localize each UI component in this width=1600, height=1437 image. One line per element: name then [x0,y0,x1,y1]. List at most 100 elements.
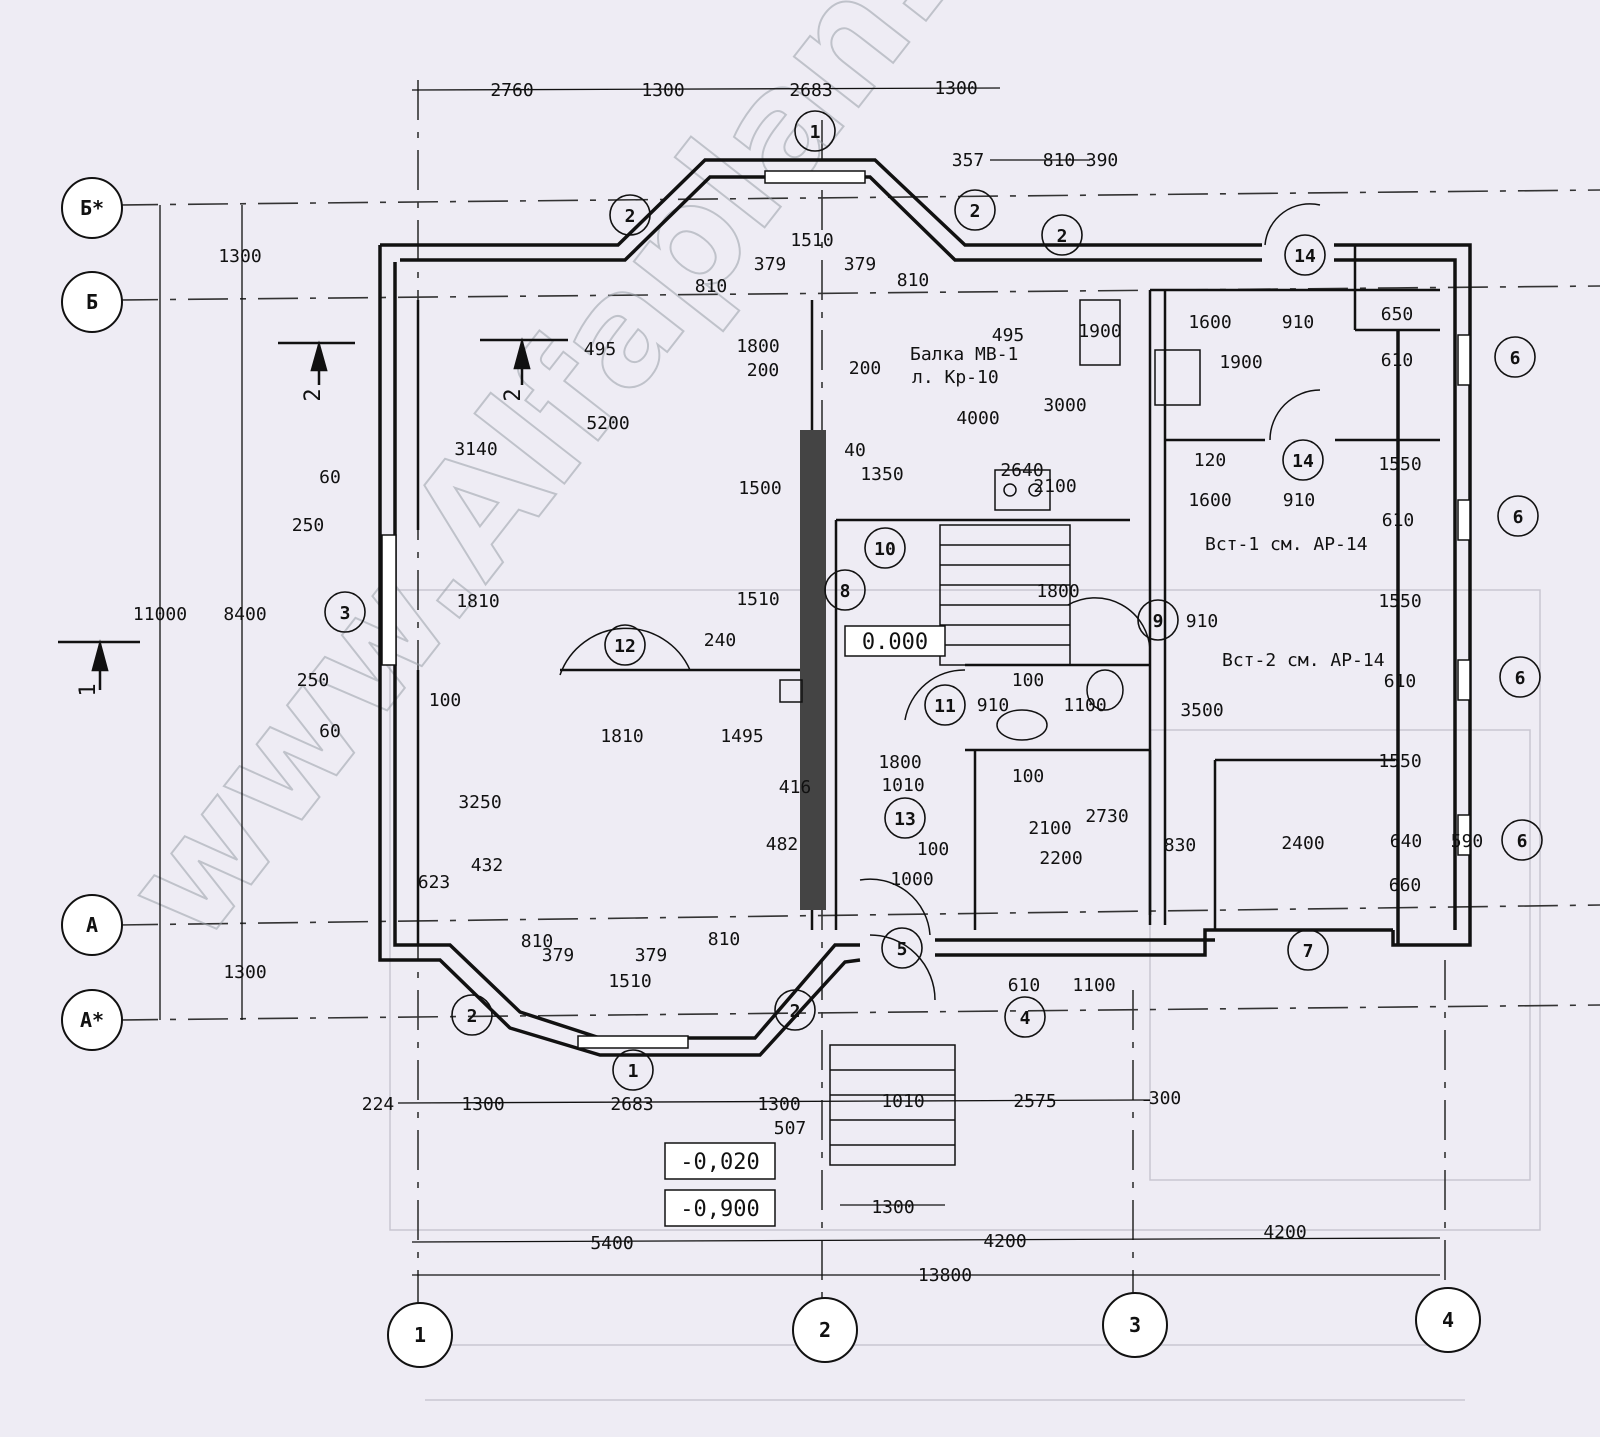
dim-label: 810 [521,931,554,952]
dim-label: 810 [708,929,741,950]
hatched-wall [800,430,826,910]
dim-label: 1300 [934,78,977,99]
note-insert-1: Вст-1 см. АР-14 [1205,534,1368,555]
dim-label: 495 [584,339,617,360]
room-mark: 2 [467,1006,478,1027]
dim-label: 3500 [1180,700,1223,721]
dim-label: 2200 [1039,848,1082,869]
dim-label: 2760 [490,80,533,101]
dim-label: 200 [849,358,882,379]
bleed-through-lines [389,589,1541,1401]
section-mark-labels: 2 2 1 [76,388,526,696]
room-mark: 1 [810,122,821,143]
dims-top: 2760 1300 2683 1300 357 810 390 [490,78,1118,171]
room-mark: 7 [1303,941,1314,962]
dim-label: 2683 [610,1094,653,1115]
room-mark: 3 [340,603,351,624]
room-mark: 14 [1292,451,1314,472]
dim-label: 650 [1381,304,1414,325]
dim-label: 1300 [871,1197,914,1218]
dim-label: 416 [779,777,812,798]
dim-label: 1100 [1063,695,1106,716]
elevation-floor-box [844,625,946,657]
axis-label-3: 3 [1129,1313,1141,1337]
room-mark: 8 [840,581,851,602]
dim-label: 1100 [1072,975,1115,996]
dim-label: 3250 [458,792,501,813]
section-arrows [58,337,568,690]
axis-label-a-star: А* [80,1008,104,1032]
dim-label: 1300 [757,1094,800,1115]
dims-left: 11000 8400 1300 1300 [133,246,267,983]
dim-label: 379 [754,254,787,275]
dim-label: 495 [992,325,1025,346]
dim-label: 100 [1012,766,1045,787]
dim-label: 1600 [1188,490,1231,511]
dim-label: 100 [1012,670,1045,691]
elevation-labels: 0.000 -0,020 -0,900 [680,630,928,1222]
dim-label: 250 [297,670,330,691]
dim-label: 810 [1043,150,1076,171]
room-mark: 6 [1510,348,1521,369]
dim-label: 4200 [983,1231,1026,1252]
dim-label: 3140 [454,439,497,460]
dim-label: 1495 [720,726,763,747]
dim-label: 2100 [1033,476,1076,497]
dim-label: 11000 [133,604,187,625]
dim-label: 610 [1008,975,1041,996]
dim-label: 810 [897,270,930,291]
dim-label: 1000 [890,869,933,890]
dim-label: 300 [1149,1088,1182,1109]
dim-label: 2640 [1000,460,1043,481]
axis-label-a: А [86,913,98,937]
room-mark: 12 [614,636,636,657]
dim-label: 4200 [1263,1222,1306,1243]
elevation-minus-small: -0,020 [680,1150,759,1175]
dim-label: 1300 [218,246,261,267]
note-insert-2: Вст-2 см. АР-14 [1222,650,1385,671]
dim-label: 2100 [1028,818,1071,839]
dim-label: 379 [844,254,877,275]
dim-label: 1010 [881,1091,924,1112]
room-mark-circles [324,110,1543,1091]
note-beam-ref: л. Кр-10 [912,367,999,388]
dim-label: 1300 [223,962,266,983]
room-mark: 10 [874,539,896,560]
dim-label: 224 [362,1094,395,1115]
dim-label: 250 [292,515,325,536]
dim-label: 3000 [1043,395,1086,416]
room-mark: 6 [1515,668,1526,689]
dim-label: 60 [319,721,341,742]
room-mark: 5 [897,939,908,960]
room-mark: 1 [628,1061,639,1082]
room-mark: 6 [1513,507,1524,528]
room-mark: 2 [970,201,981,222]
room-mark: 2 [790,1001,801,1022]
dim-label: 4000 [956,408,999,429]
dim-label: 590 [1451,831,1484,852]
dim-label: 640 [1390,831,1423,852]
section-mark: 1 [76,683,101,696]
dim-label: 910 [1282,312,1315,333]
elevation-floor: 0.000 [862,630,928,655]
elevation-minus-large-box [664,1189,776,1227]
section-mark: 2 [501,388,526,401]
inner-dims: 1510 379 379 810 810 495 495 1800 200 20… [292,230,1484,996]
note-beam: Балка МВ-1 [910,344,1018,365]
dim-label: 1550 [1378,751,1421,772]
dim-label: 5200 [586,413,629,434]
dim-label: 100 [917,839,950,860]
room-mark: 2 [625,206,636,227]
dim-label: 910 [1186,611,1219,632]
dims-bottom: 224 1300 2683 1300 1010 2575 300 5400 42… [362,1088,1307,1286]
dim-label: 432 [471,855,504,876]
window-openings [381,170,1471,1049]
dim-label: 1900 [1219,352,1262,373]
dim-label: 100 [429,690,462,711]
notes: Балка МВ-1 л. Кр-10 Вст-1 см. АР-14 Вст-… [910,344,1385,671]
dim-label: 1510 [608,971,651,992]
dim-label: 1550 [1378,591,1421,612]
room-mark: 4 [1020,1008,1031,1029]
